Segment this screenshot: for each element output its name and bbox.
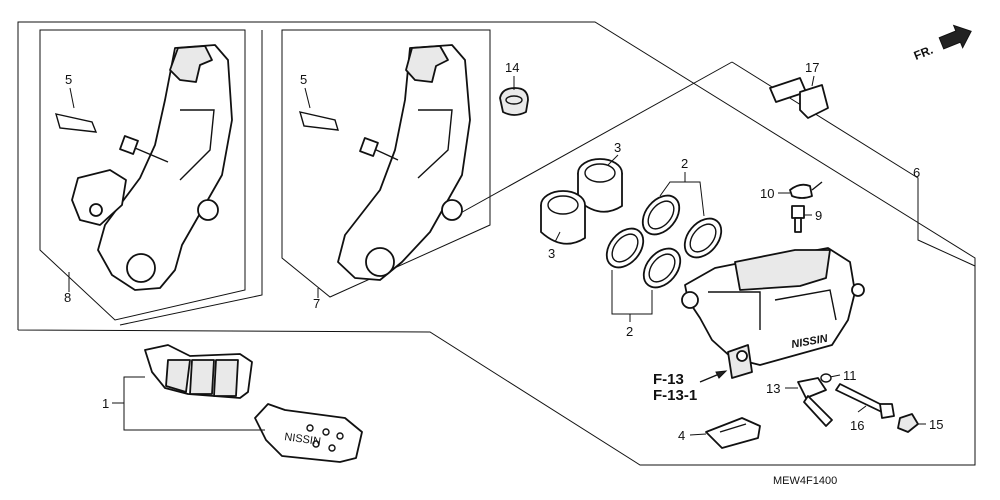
callout-caliper-bolt: 17 xyxy=(805,60,819,75)
callout-pad-pin: 16 xyxy=(850,418,864,433)
callout-piston-lower: 3 xyxy=(548,246,555,261)
leader-lines xyxy=(68,75,926,436)
front-arrow-icon xyxy=(938,24,972,50)
callout-bleeder-screw: 9 xyxy=(815,208,822,223)
piston-lower-3 xyxy=(540,190,586,245)
bracket-frame-8 xyxy=(39,29,263,326)
callout-boot: 14 xyxy=(505,60,519,75)
ref-code-f13: F-13 xyxy=(653,371,684,388)
ref-code-f13-1: F-13-1 xyxy=(653,387,697,404)
callout-pad-retainer-left: 5 xyxy=(65,72,72,87)
callout-caliper-bracket-7: 7 xyxy=(313,296,320,311)
brake-pad-lower: NISSIN xyxy=(254,403,363,463)
callout-piston-seal-lower: 2 xyxy=(626,324,633,339)
reference-codes: F-13 F-13-1 xyxy=(653,371,697,404)
callout-o-ring: 11 xyxy=(843,368,857,383)
o-ring-11 xyxy=(820,373,832,383)
diagram-code: MEW4F1400 xyxy=(773,475,837,487)
caliper-bolt-17 xyxy=(769,77,829,119)
caliper-bracket-8 xyxy=(55,44,233,291)
front-direction-label: FR. xyxy=(912,43,935,63)
callout-piston-seal-upper: 2 xyxy=(681,156,688,171)
piston-upper-3 xyxy=(577,158,623,213)
bleeder-screw-9 xyxy=(791,205,805,233)
caliper-frame-6 xyxy=(447,61,976,267)
callout-bleeder-cap: 10 xyxy=(760,186,774,201)
brake-pad-upper xyxy=(144,344,253,399)
bracket-frame-7 xyxy=(281,29,491,298)
callout-piston-upper: 3 xyxy=(614,140,621,155)
front-direction-marker: FR. xyxy=(912,24,972,63)
boot-14 xyxy=(499,87,529,116)
pad-pin-16 xyxy=(835,383,895,419)
callout-pad-pin-plug: 13 xyxy=(766,381,780,396)
caliper-body-6: NISSIN xyxy=(681,247,865,379)
svg-text:NISSIN: NISSIN xyxy=(284,431,322,448)
callout-numbers: 1 2 2 3 3 4 5 5 6 7 8 9 10 11 13 14 15 1… xyxy=(64,60,943,443)
callout-caliper-assembly: 6 xyxy=(913,165,920,180)
cap-bolt-15 xyxy=(897,413,919,433)
callout-cap-bolt: 15 xyxy=(929,417,943,432)
outer-frame xyxy=(17,21,976,466)
pad-spring-4 xyxy=(705,417,761,449)
callout-pad-spring: 4 xyxy=(678,428,685,443)
callout-caliper-bracket-8: 8 xyxy=(64,290,71,305)
piston-seals-2 xyxy=(605,194,723,289)
callout-pad-set: 1 xyxy=(102,396,109,411)
bleeder-cap-10 xyxy=(789,181,823,199)
callout-pad-retainer-right: 5 xyxy=(300,72,307,87)
caliper-bracket-7 xyxy=(299,44,471,281)
pad-pin-plug-13 xyxy=(797,377,833,427)
